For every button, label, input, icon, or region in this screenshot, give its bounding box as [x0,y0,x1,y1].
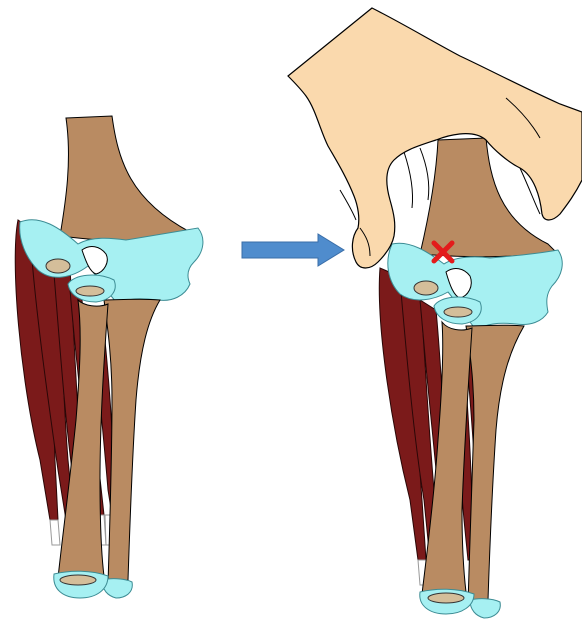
joint-space [82,247,107,274]
radius-distal-oval [60,575,96,585]
ulna-distal-cartilage-right [470,599,500,618]
radius-head-oval-right [444,307,472,317]
right-arrow-icon [242,234,344,266]
humerus-bone [60,116,196,242]
left-panel [15,116,203,598]
right-panel [288,8,582,618]
capitulum-oval-right [414,281,438,295]
radius-head-oval [76,286,104,296]
ulna-bone-right [466,325,524,604]
radius-distal-oval-right [428,593,464,603]
capitulum-oval [46,259,70,273]
ulna-bone [104,299,160,584]
